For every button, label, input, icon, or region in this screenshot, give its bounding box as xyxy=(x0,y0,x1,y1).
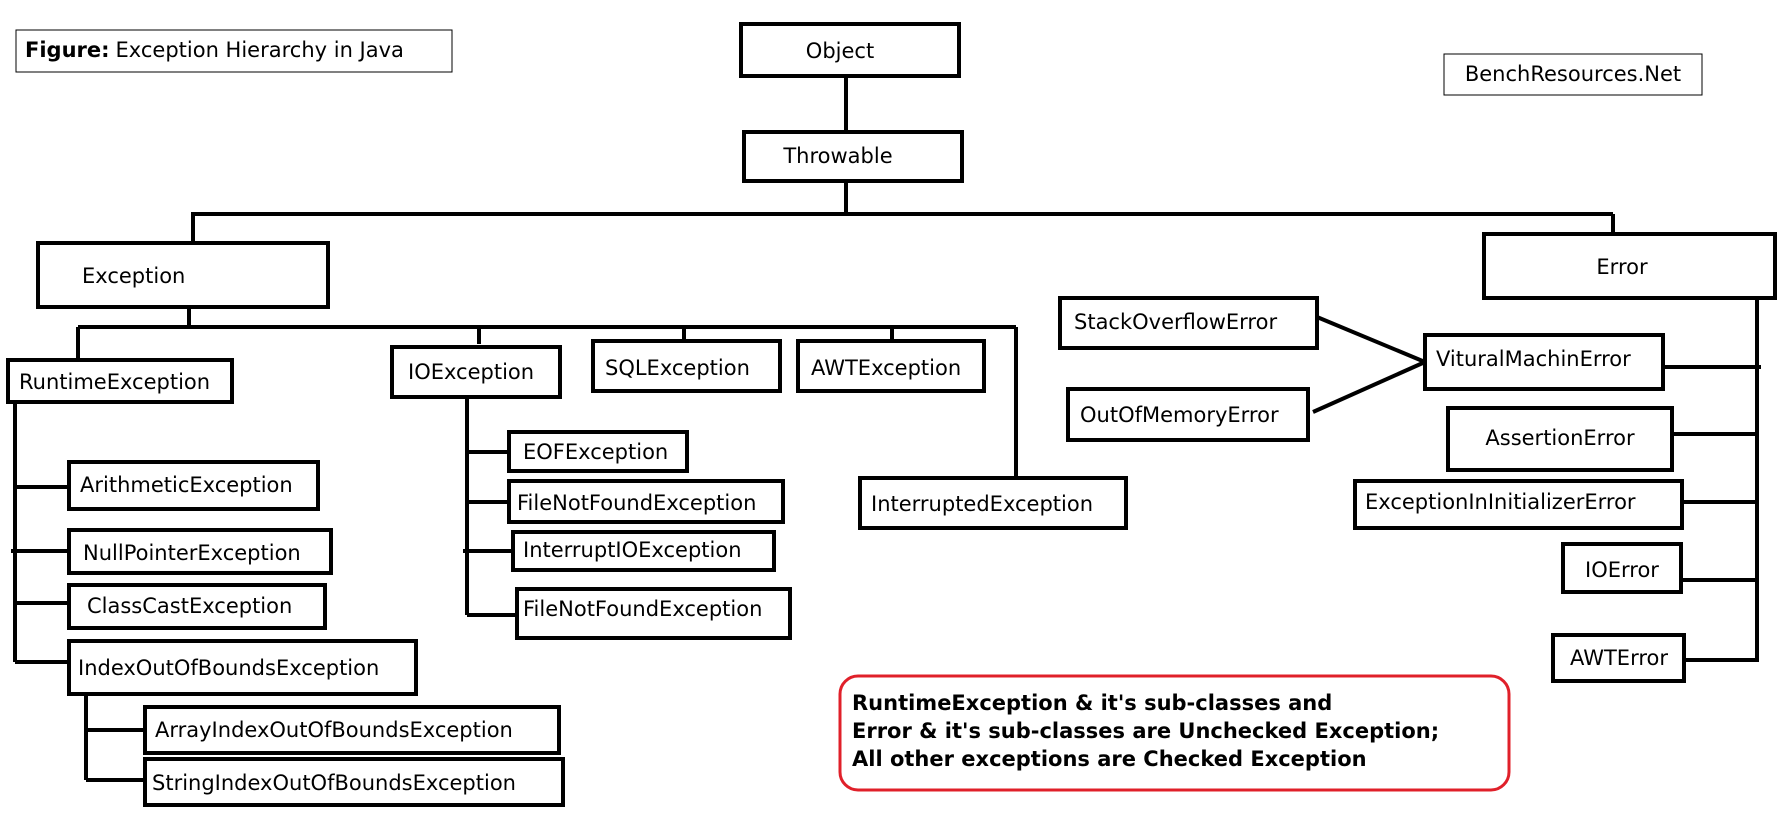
sql-exception-box xyxy=(591,339,782,393)
null-pointer-exception-label: NullPointerException xyxy=(83,541,301,565)
caption-title: Exception Hierarchy in Java xyxy=(116,38,404,62)
interrupt-io-exception-box xyxy=(511,530,776,572)
index-out-of-bounds-exception-box xyxy=(67,639,418,696)
caption-box xyxy=(15,29,453,73)
throwable-label: Throwable xyxy=(782,144,892,168)
awt-error-label: AWTError xyxy=(1570,646,1668,670)
object-label: Object xyxy=(806,39,874,63)
node-boxes xyxy=(6,22,1777,807)
io-error-box xyxy=(1561,542,1683,594)
string-index-out-of-bounds-exception-label: StringIndexOutOfBoundsException xyxy=(152,771,516,795)
error-label: Error xyxy=(1596,255,1648,279)
exception-in-initializer-error-box xyxy=(1353,479,1684,530)
runtime-exception-box xyxy=(6,358,234,404)
eof-exception-label: EOFException xyxy=(523,440,668,464)
object-box xyxy=(739,22,961,78)
error-box xyxy=(1482,232,1777,300)
stack-overflow-error-box xyxy=(1058,296,1319,350)
awt-exception-box xyxy=(796,339,986,393)
exception-box xyxy=(36,241,330,309)
file-not-found-exception-2-box xyxy=(515,587,792,640)
file-not-found-exception-1-label: FileNotFoundException xyxy=(517,491,756,515)
io-exception-label: IOException xyxy=(408,360,534,384)
runtime-exception-label: RuntimeException xyxy=(19,370,210,394)
awt-error-box xyxy=(1551,633,1686,683)
class-cast-exception-label: ClassCastException xyxy=(87,594,292,618)
caption-text: Figure:Exception Hierarchy in Java xyxy=(25,38,404,62)
file-not-found-exception-2-label: FileNotFoundException xyxy=(523,597,762,621)
note-text: RuntimeException & it's sub-classes and … xyxy=(852,691,1439,771)
virtual-machine-error-label: VituralMachinError xyxy=(1436,347,1631,371)
connectors xyxy=(11,76,1761,782)
node-labels: Object Throwable Exception Error Runtime… xyxy=(19,39,1668,795)
note-line-1: RuntimeException & it's sub-classes and xyxy=(852,691,1332,715)
virtual-machine-error-box xyxy=(1423,333,1665,391)
io-error-label: IOError xyxy=(1585,558,1659,582)
sql-exception-label: SQLException xyxy=(605,356,750,380)
string-index-out-of-bounds-exception-box xyxy=(143,757,565,807)
eof-exception-box xyxy=(507,430,689,473)
exception-label: Exception xyxy=(82,264,185,288)
arithmetic-exception-box xyxy=(67,460,320,511)
class-cast-exception-box xyxy=(67,583,327,630)
note-line-2: Error & it's sub-classes are Unchecked E… xyxy=(852,719,1439,743)
interrupted-exception-label: InterruptedException xyxy=(871,492,1093,516)
throwable-box xyxy=(742,130,964,183)
index-out-of-bounds-exception-label: IndexOutOfBoundsException xyxy=(78,656,379,680)
arithmetic-exception-label: ArithmeticException xyxy=(80,473,293,497)
interrupted-exception-box xyxy=(858,476,1128,530)
connector-vm-to-stackoverflow xyxy=(1316,315,1426,364)
caption-label: Figure: xyxy=(25,38,110,62)
out-of-memory-error-box xyxy=(1066,387,1310,442)
assertion-error-label: AssertionError xyxy=(1485,426,1635,450)
watermark-box xyxy=(1443,53,1703,96)
watermark-text: BenchResources.Net xyxy=(1465,62,1681,86)
note-line-3: All other exceptions are Checked Excepti… xyxy=(852,747,1367,771)
out-of-memory-error-label: OutOfMemoryError xyxy=(1080,403,1279,427)
io-exception-box xyxy=(390,345,562,399)
null-pointer-exception-box xyxy=(67,528,333,575)
assertion-error-box xyxy=(1446,406,1674,472)
array-index-out-of-bounds-exception-label: ArrayIndexOutOfBoundsException xyxy=(155,718,513,742)
note-box xyxy=(838,674,1511,792)
array-index-out-of-bounds-exception-box xyxy=(143,705,561,755)
awt-exception-label: AWTException xyxy=(811,356,961,380)
stack-overflow-error-label: StackOverflowError xyxy=(1074,310,1277,334)
exception-in-initializer-error-label: ExceptionInInitializerError xyxy=(1365,490,1636,514)
interrupt-io-exception-label: InterruptIOException xyxy=(523,538,742,562)
file-not-found-exception-1-box xyxy=(507,479,785,524)
connector-vm-to-outofmemory xyxy=(1312,360,1426,414)
